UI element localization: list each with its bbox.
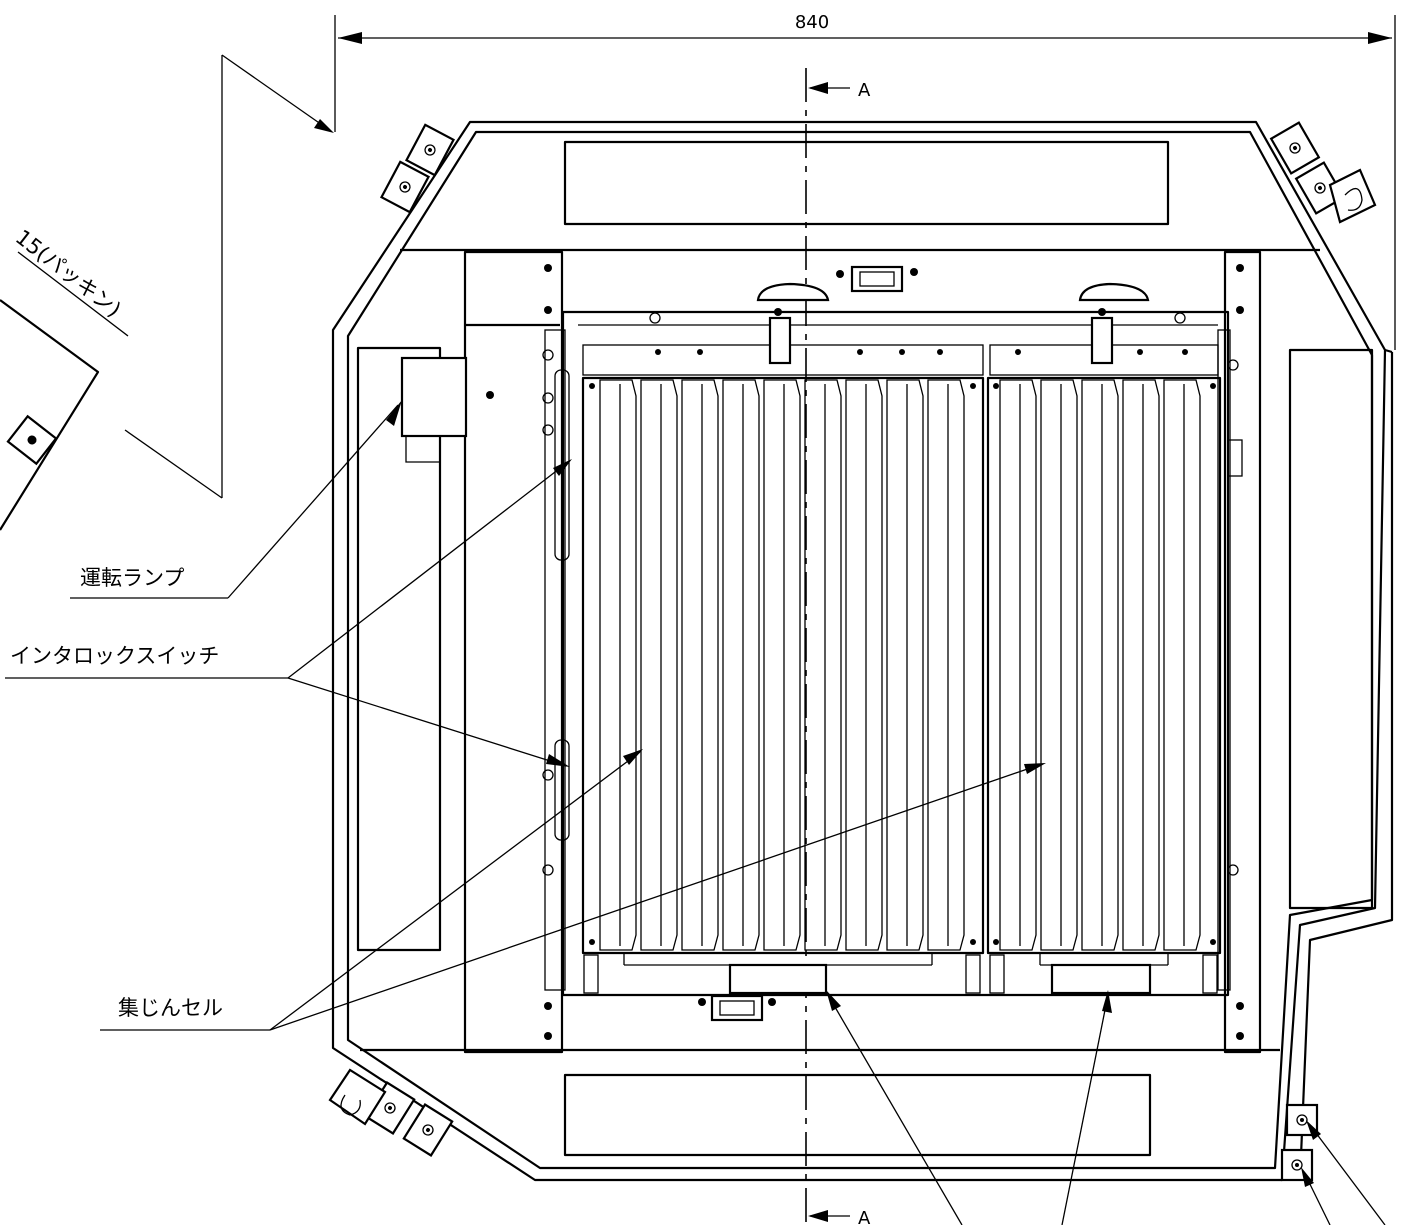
mounting-tabs (328, 121, 1377, 1182)
run-lamp-label: 運転ランプ (80, 566, 184, 590)
callout-dust-cell: 集じんセル (100, 749, 1046, 1031)
callout-interlock-switch: インタロックスイッチ (5, 459, 572, 767)
control-area-right (1223, 250, 1262, 1054)
dimension-value: 840 (795, 12, 829, 33)
section-marker-bottom: A (858, 1208, 871, 1225)
dust-collector-cell-right (986, 376, 1222, 966)
leader-lines-bottom (826, 990, 1386, 1225)
outer-housing (331, 120, 1394, 1182)
dust-cell-label: 集じんセル (118, 996, 223, 1020)
section-marker-top: A (858, 80, 871, 101)
run-lamp (400, 356, 468, 438)
gasket-label: 15(パッキン) (11, 225, 125, 322)
gasket-tab (6, 414, 58, 466)
section-line-a: A A (805, 68, 871, 1225)
interlock-switch-label: インタロックスイッチ (10, 644, 219, 668)
control-area-left (400, 250, 564, 1054)
gasket-partial-view: 15(パッキン) (0, 225, 129, 531)
callout-run-lamp: 運転ランプ (70, 400, 402, 599)
dust-collector-cell-left (581, 376, 985, 966)
width-dimension: 840 (334, 12, 1396, 350)
view-direction-arrow (124, 54, 334, 499)
cell-frame (542, 265, 1239, 1022)
